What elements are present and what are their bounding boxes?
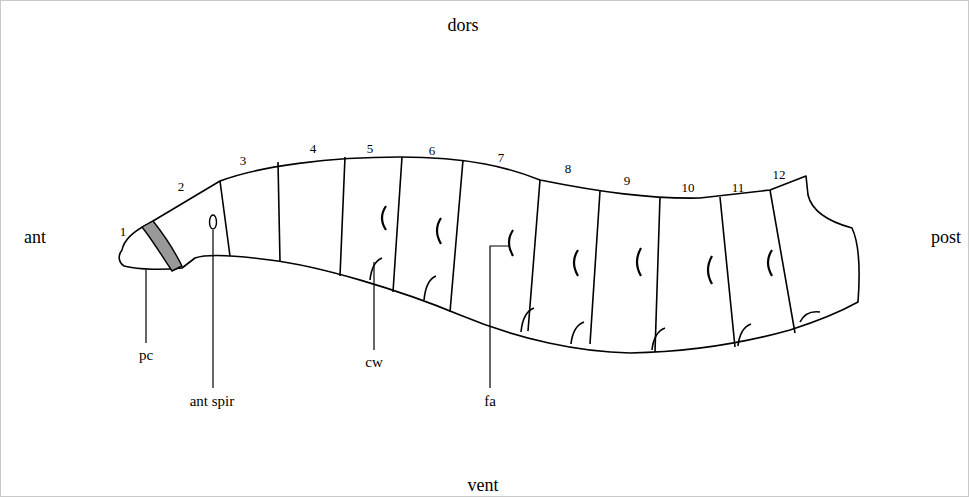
segment-number: 2	[178, 180, 185, 193]
part-label: ant spir	[190, 394, 235, 409]
segment-number: 11	[732, 181, 745, 194]
creeping-welts	[370, 258, 820, 350]
segment-number: 8	[565, 162, 572, 175]
segment-number: 6	[429, 144, 436, 157]
part-label: cw	[365, 355, 383, 370]
part-label: pc	[139, 348, 153, 363]
body-outline	[119, 157, 859, 353]
segment-number: 5	[367, 142, 374, 155]
direction-label: vent	[468, 476, 499, 494]
direction-label: dors	[448, 16, 479, 34]
leader-lines	[146, 230, 509, 388]
segment-number: 12	[773, 168, 786, 181]
fleshy-appendages	[382, 206, 772, 284]
segment-number: 3	[240, 154, 247, 167]
segment-number: 7	[498, 151, 505, 164]
direction-label: post	[931, 228, 961, 246]
segment-number: 10	[682, 181, 695, 194]
segment-number: 1	[120, 225, 127, 238]
direction-label: ant	[24, 228, 46, 246]
segment-lines	[220, 157, 795, 352]
segment-number: 4	[310, 142, 317, 155]
part-label: fa	[484, 394, 496, 409]
head-capsule-band	[142, 221, 182, 271]
segment-number: 9	[624, 174, 631, 187]
anterior-spiracle	[210, 215, 217, 229]
